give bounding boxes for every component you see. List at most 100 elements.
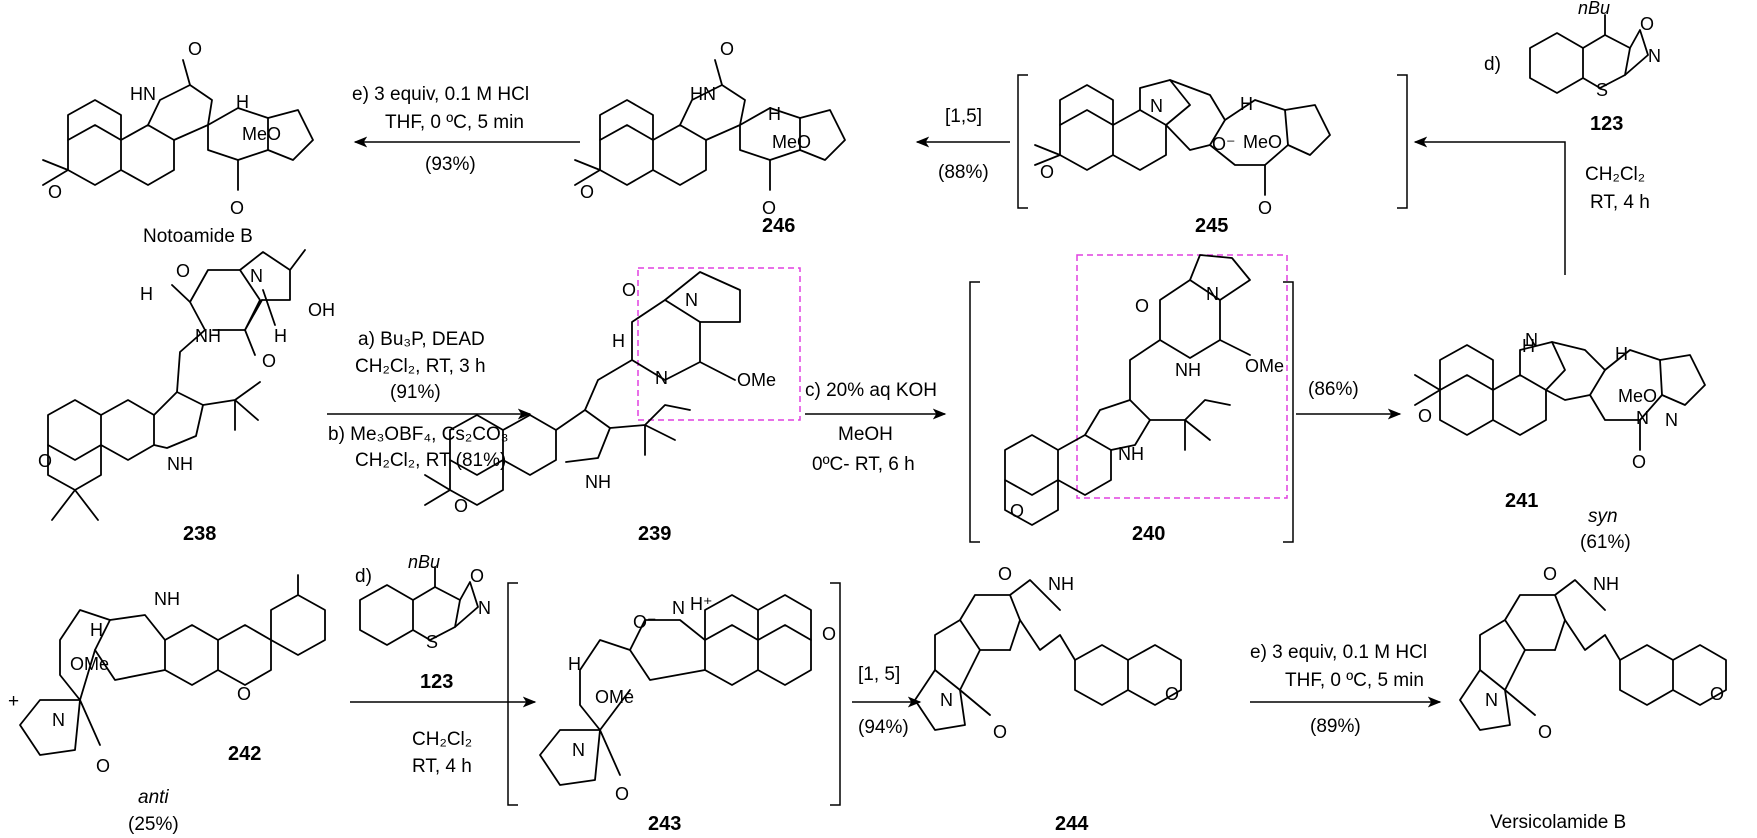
yield-anti: (25%) [128,814,179,835]
atom-nh-239: NH [585,472,611,492]
atom-ome-240: OMe [1245,356,1284,376]
atom-o-ring-versi: O [1710,684,1724,704]
atom-s-123-bottom: S [426,632,438,652]
cond-shift-top-yield: (88%) [938,162,989,183]
highlight-box-240 [1076,254,1288,499]
cond-e-top-yield: (93%) [425,154,476,175]
label-243: 243 [648,813,681,835]
atom-o-245: O [1040,162,1054,182]
label-123-top: 123 [1590,113,1623,135]
atom-nh-versi: NH [1593,574,1619,594]
atom-o-noto: O [48,182,62,202]
label-242: 242 [228,743,261,765]
atom-n-241: N [1525,330,1538,350]
cond-e-top: e) 3 equiv, 0.1 M HCl [352,84,529,105]
cond-c2: MeOH [838,424,893,445]
cond-c: c) 20% aq KOH [805,380,937,401]
atom-h-246: H [768,104,781,124]
structure-123-top: nBu O N S [1529,0,1661,100]
atom-o-238: O [38,451,52,471]
atom-o-top-239: O [622,280,636,300]
atom-meo-246: MeO [772,132,811,152]
atom-h-238: H [140,284,153,304]
atom-o2-243: O [822,624,836,644]
atom-n3-241: N [1665,410,1678,430]
cond-e-bottom-yield: (89%) [1310,716,1361,737]
atom-nh-238: NH [167,454,193,474]
atom-o1-238: O [176,261,190,281]
atom-h2-241: H [1615,344,1628,364]
atom-nh2-238: NH [195,326,221,346]
atom-o-243: O [615,784,629,804]
cond-a-yield: (91%) [390,382,441,403]
atom-n-243: N [672,598,685,618]
atom-n-123-bottom: N [478,598,491,618]
atom-n-238: N [250,266,263,286]
atom-o2-245: O [1258,198,1272,218]
atom-ominus-243: O⁻ [633,612,657,632]
bracket-245-left [1017,74,1028,209]
atom-oh-238: OH [308,300,335,320]
structure-244: NH O O N O [914,564,1182,742]
atom-o-123-top: O [1640,14,1654,34]
intermediate-brackets [507,74,1408,806]
structure-246: HN O H MeO O O [574,39,846,218]
cond-e-top-2: THF, 0 ºC, 5 min [385,112,524,133]
atom-meo-noto: MeO [242,124,281,144]
atom-nbu-bottom: nBu [408,552,440,572]
structure-241: O H N H MeO N N O [1414,330,1706,472]
atom-h2-238: H [274,326,287,346]
atom-o-242: O [96,756,110,776]
cond-a: a) Bu₃P, DEAD [358,329,485,350]
atom-n-123-top: N [1648,46,1661,66]
structure-versicolamide-b: NH O O N O [1459,564,1727,742]
structure-245: N O⁻ H MeO O O [1034,79,1331,218]
atom-o-246: O [580,182,594,202]
structure-239: O NH O N N OMe H [424,271,776,516]
atom-n-242: N [52,710,65,730]
atom-o-top-244: O [998,564,1012,584]
atom-o2-242: O [237,684,251,704]
atom-nh2-240: NH [1175,360,1201,380]
atom-o-241: O [1418,406,1432,426]
atom-o-top-noto: O [188,39,202,59]
cond-b: b) Me₃OBF₄, Cs₂CO₃ [328,424,509,445]
cond-b2: CH₂Cl₂, RT (81%) [355,450,506,471]
atom-h-noto: H [236,92,249,112]
structure-123-bottom: nBu O N S [359,552,491,652]
label-notoamide-b: Notoamide B [143,226,253,247]
atom-o2-versi: O [1538,722,1552,742]
structure-238: O NH H N NH O O OH H [38,249,335,521]
atom-n2-243: N [572,740,585,760]
cond-d-bottom: d) [355,566,372,587]
label-versicolamide-b: Versicolamide B [1490,812,1626,833]
atom-meo-245: MeO [1243,132,1282,152]
label-246: 246 [762,215,795,237]
atom-o-123-bottom: O [470,566,484,586]
atom-o2-noto: O [230,198,244,218]
label-244: 244 [1055,813,1089,835]
structure-notoamide-b: HN O H MeO O O [42,39,314,218]
yield-syn: (61%) [1580,532,1631,553]
atom-n2-239: N [685,290,698,310]
structure-242: NH H OMe N O O [19,574,326,776]
atom-n-240: N [1206,284,1219,304]
atom-o-top-versi: O [1543,564,1557,584]
label-123-bottom: 123 [420,671,453,693]
label-240: 240 [1132,523,1165,545]
cond-d-top-solvent: CH₂Cl₂ [1585,164,1645,185]
atom-n-245: N [1150,96,1163,116]
label-anti: anti [138,787,169,808]
reaction-conditions: a) Bu₃P, DEAD CH₂Cl₂, RT, 3 h (91%) b) M… [328,54,1650,777]
bracket-245-right [1397,74,1408,209]
atom-h-n-241: H [1522,336,1535,356]
atom-hn-noto: HN [130,84,156,104]
reaction-arrows [327,136,1566,708]
atom-o2-244: O [993,722,1007,742]
atom-o2-241: O [1632,452,1646,472]
structure-243: H⁺ N O⁻ H OMe N O O [539,594,836,804]
label-238: 238 [183,523,216,545]
atom-ominus-245: O⁻ [1212,134,1236,154]
atom-ome-242: OMe [70,654,109,674]
